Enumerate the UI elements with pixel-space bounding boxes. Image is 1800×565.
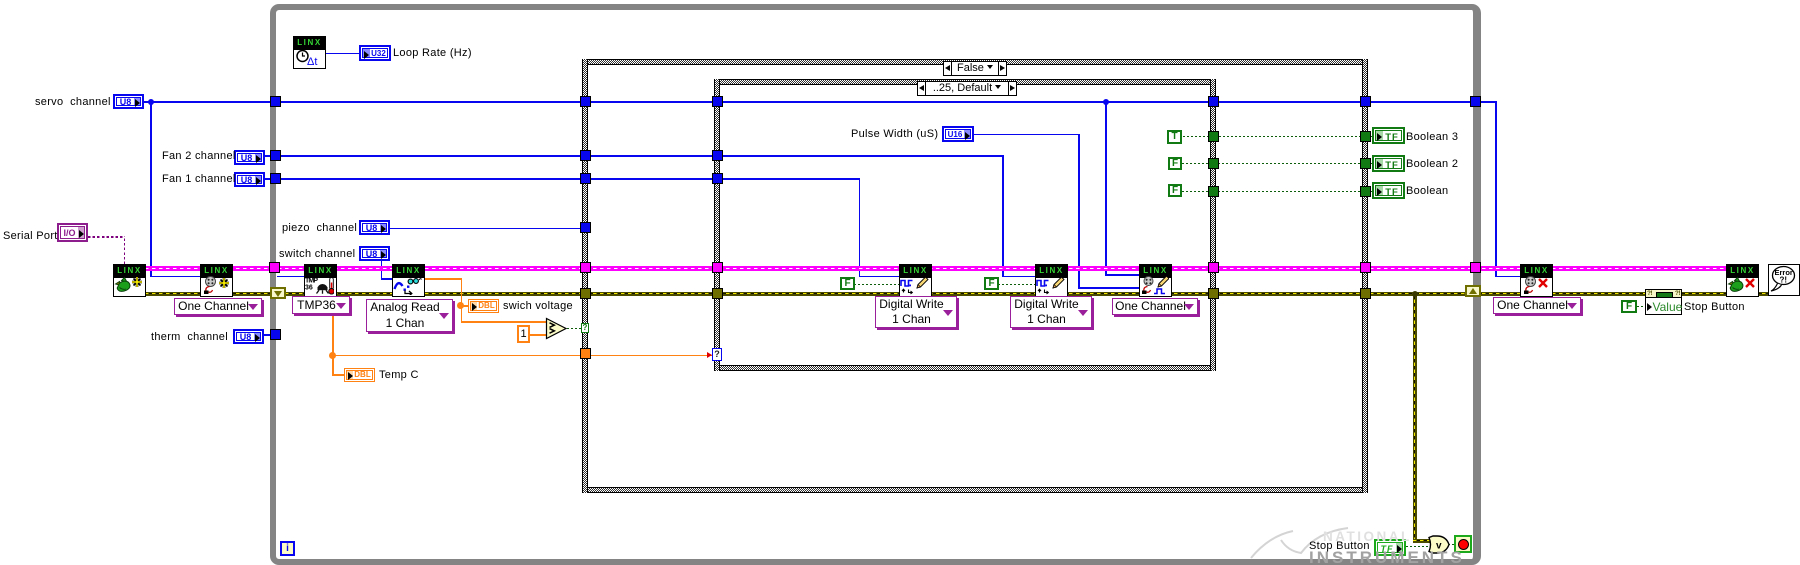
svg-text:NATIONAL: NATIONAL	[1323, 529, 1412, 544]
svg-text:INSTRUMENTS: INSTRUMENTS	[1309, 548, 1465, 565]
svg-text:36: 36	[305, 285, 313, 292]
svg-text:TMP: TMP	[305, 278, 318, 285]
svg-text:v: v	[1436, 541, 1442, 552]
svg-text:Error: Error	[1775, 268, 1793, 277]
svg-text:Δt: Δt	[307, 56, 317, 67]
svg-text:?!: ?!	[1780, 276, 1788, 285]
